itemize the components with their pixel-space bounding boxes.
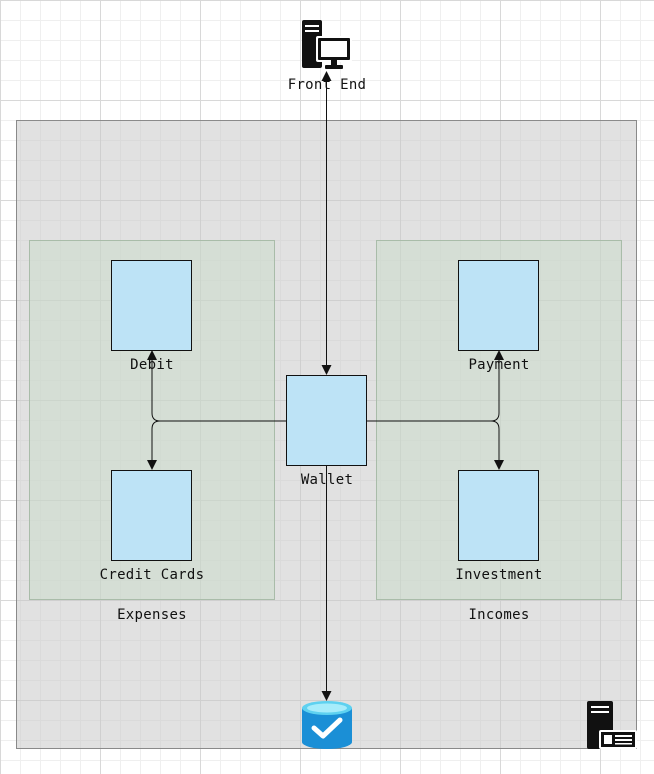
debit-label: Debit bbox=[130, 357, 174, 373]
server-icon[interactable] bbox=[586, 700, 638, 750]
credit-cards-label: Credit Cards bbox=[99, 567, 205, 583]
payment-label: Payment bbox=[468, 357, 530, 373]
wallet-node[interactable] bbox=[286, 375, 367, 466]
wallet-label: Wallet bbox=[300, 472, 354, 488]
incomes-label: Incomes bbox=[468, 607, 530, 623]
expenses-label: Expenses bbox=[117, 607, 187, 623]
database-check-icon[interactable] bbox=[301, 700, 353, 750]
debit-node[interactable] bbox=[111, 260, 192, 351]
investment-node[interactable] bbox=[458, 470, 539, 561]
workstation-icon[interactable] bbox=[301, 19, 353, 71]
credit-cards-node[interactable] bbox=[111, 470, 192, 561]
frontend-label: Front End bbox=[287, 77, 367, 93]
investment-label: Investment bbox=[455, 567, 543, 583]
payment-node[interactable] bbox=[458, 260, 539, 351]
